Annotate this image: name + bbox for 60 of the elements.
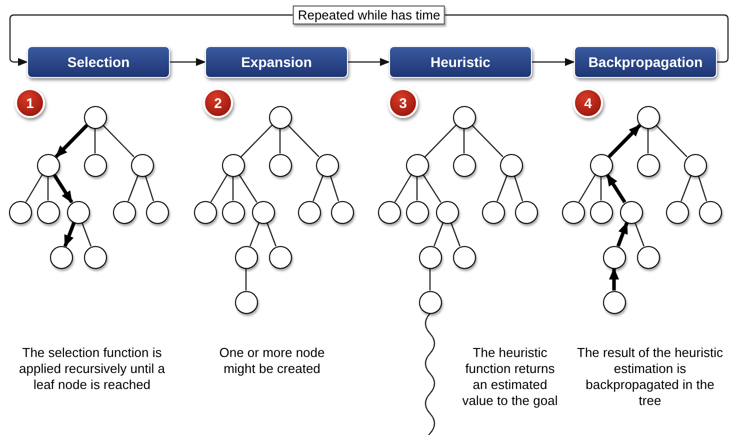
arrow	[616, 222, 629, 247]
caption-text: The selection function is applied recursively until a leaf node is reached	[18, 345, 166, 393]
arrow	[532, 58, 575, 66]
arrow	[609, 268, 619, 290]
tree-link	[450, 222, 460, 246]
tree-link	[82, 222, 92, 246]
tree-link	[656, 124, 688, 158]
tree-link	[680, 176, 692, 202]
arrow	[54, 124, 88, 158]
tree-link	[144, 176, 154, 202]
tree-link	[47, 176, 49, 200]
tree-link	[647, 128, 649, 154]
edge-label: Repeated while has time	[292, 6, 446, 24]
tree-link	[496, 176, 508, 202]
arrow	[606, 174, 626, 204]
step-number-badge: 1	[15, 88, 45, 118]
arrow	[52, 174, 74, 204]
caption-text: The heuristic function returns an estimated value to the goal	[461, 345, 559, 409]
tree-link	[463, 128, 465, 154]
step-number-badge: 4	[573, 88, 603, 118]
tree-link	[94, 128, 96, 154]
tree-link	[472, 124, 504, 158]
tree-link	[232, 176, 234, 200]
step-number-badge: 3	[388, 88, 418, 118]
tree-link	[250, 222, 260, 246]
step-box: Selection	[27, 46, 170, 78]
tree-link	[266, 222, 276, 246]
tree-link	[210, 174, 228, 202]
tree-link	[434, 222, 444, 246]
tree-link	[424, 124, 456, 158]
tree-link	[429, 268, 431, 290]
tree-link	[600, 176, 602, 200]
tree-link	[416, 176, 418, 200]
step-box: Expansion	[205, 46, 348, 78]
tree-link	[240, 124, 272, 158]
tree-link	[514, 176, 524, 202]
tree-link	[128, 176, 138, 202]
tree-link	[578, 174, 596, 202]
tree-link	[634, 222, 644, 246]
tree-link	[25, 174, 43, 202]
tree-link	[422, 174, 442, 203]
arrow	[170, 58, 206, 66]
step-number-badge: 2	[203, 88, 233, 118]
caption-text: The result of the heuristic estimation is backpropagated in the tree	[576, 345, 724, 409]
tree-link	[312, 176, 324, 202]
tree-link	[279, 128, 281, 154]
tree-link	[288, 124, 320, 158]
caption-text: One or more node might be created	[218, 345, 326, 377]
wavy-line	[424, 313, 436, 435]
step-box: Backpropagation	[574, 46, 717, 78]
tree-link	[102, 124, 134, 158]
tree-link	[394, 174, 412, 202]
tree-link	[698, 176, 708, 202]
arrow	[608, 124, 642, 158]
arrow	[348, 58, 390, 66]
tree-link	[330, 176, 340, 202]
tree-link	[238, 174, 258, 203]
tree-link	[245, 268, 247, 290]
arrow	[63, 222, 76, 248]
step-box: Heuristic	[389, 46, 532, 78]
